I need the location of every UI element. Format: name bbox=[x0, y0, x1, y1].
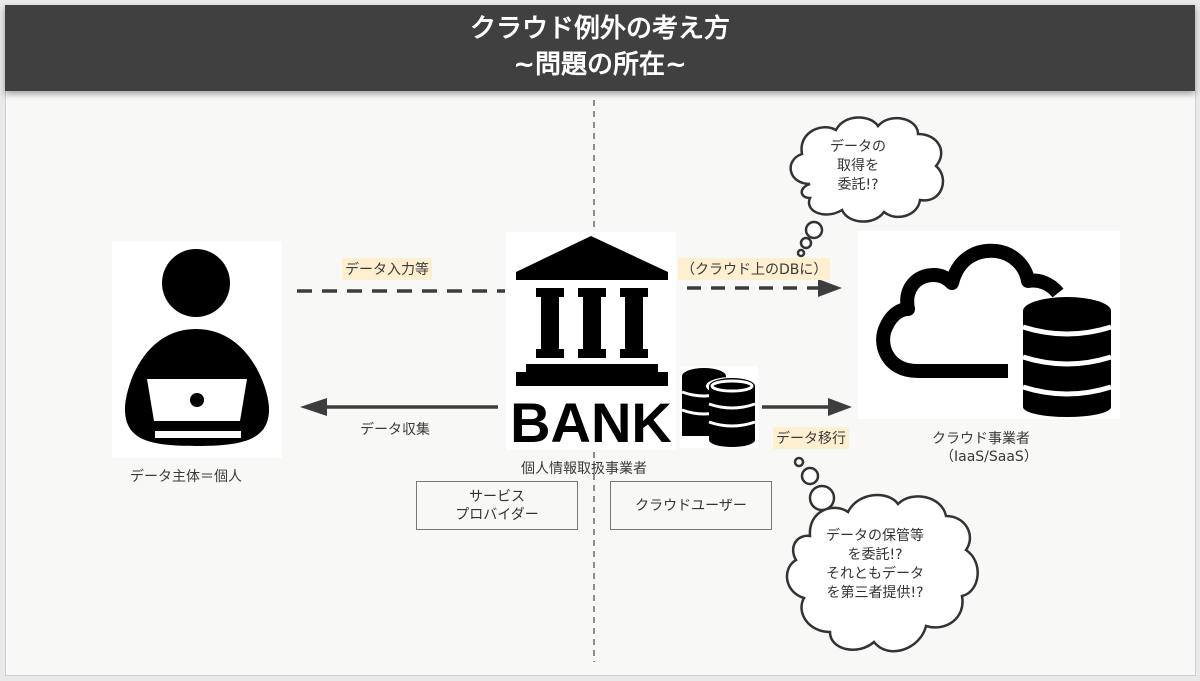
top-bubble-line: 取得を bbox=[837, 158, 879, 174]
thought-dot-medium bbox=[799, 236, 813, 250]
business-label: 個人情報取扱事業者 bbox=[521, 461, 647, 477]
bank-figure: BANK bbox=[506, 232, 676, 454]
bottom-bubble-text: データの保管等 を委託!? それともデータ を第三者提供!? bbox=[810, 527, 940, 603]
thought-dot-large bbox=[808, 484, 836, 512]
cloud-db-label: （クラウド上のDBに） bbox=[678, 258, 831, 280]
thought-dot-small bbox=[793, 456, 805, 468]
slide-subtitle: ~問題の所在~ bbox=[513, 50, 687, 80]
cloud-figure bbox=[858, 231, 1120, 419]
data-input-label: データ入力等 bbox=[342, 258, 432, 280]
service-provider-line2: プロバイダー bbox=[455, 506, 539, 523]
cloud-user-box: クラウドユーザー bbox=[610, 481, 772, 530]
bank-database-figure bbox=[680, 366, 758, 448]
data-collection-arrowhead bbox=[300, 398, 327, 416]
top-bubble-text: データの 取得を 委託!? bbox=[818, 138, 898, 195]
service-provider-box: サービス プロバイダー bbox=[416, 481, 578, 530]
thought-dot-large bbox=[804, 220, 824, 240]
bottom-bubble-line: それともデータ bbox=[826, 566, 924, 582]
cloud-database-icon bbox=[876, 243, 1112, 417]
person-laptop-icon bbox=[124, 249, 270, 446]
bottom-bubble-line: を委託!? bbox=[847, 547, 903, 563]
cloud-provider-sublabel: （IaaS/SaaS） bbox=[940, 449, 1038, 465]
thought-cloud-shape bbox=[789, 116, 945, 223]
thought-dot-medium bbox=[800, 466, 820, 486]
bottom-bubble-line: を第三者提供!? bbox=[826, 585, 924, 601]
individual-figure bbox=[112, 241, 282, 458]
cloud-provider-label: クラウド事業者 bbox=[932, 431, 1030, 447]
thought-dot-small bbox=[796, 248, 806, 258]
data-migration-label: データ移行 bbox=[773, 427, 849, 449]
top-bubble-line: 委託!? bbox=[837, 177, 879, 193]
cloud-user-label: クラウドユーザー bbox=[635, 497, 747, 514]
service-provider-line1: サービス bbox=[468, 488, 525, 505]
slide-title: クラウド例外の考え方 bbox=[469, 14, 730, 44]
migration-arrowhead bbox=[828, 398, 852, 416]
bank-icon: BANK bbox=[510, 236, 672, 454]
slide-header: クラウド例外の考え方 ~問題の所在~ bbox=[5, 5, 1195, 91]
top-bubble-line: データの bbox=[830, 139, 886, 155]
bottom-thought-bubble bbox=[785, 456, 979, 653]
individual-label: データ主体＝個人 bbox=[130, 469, 242, 485]
bank-wordmark: BANK bbox=[510, 391, 672, 454]
top-thought-bubble bbox=[789, 116, 945, 258]
bottom-bubble-line: データの保管等 bbox=[826, 528, 924, 544]
data-collection-label: データ収集 bbox=[360, 422, 430, 438]
thought-cloud-shape bbox=[785, 493, 979, 653]
database-stack-icon bbox=[681, 368, 758, 447]
cloud-db-arrowhead bbox=[818, 279, 842, 297]
